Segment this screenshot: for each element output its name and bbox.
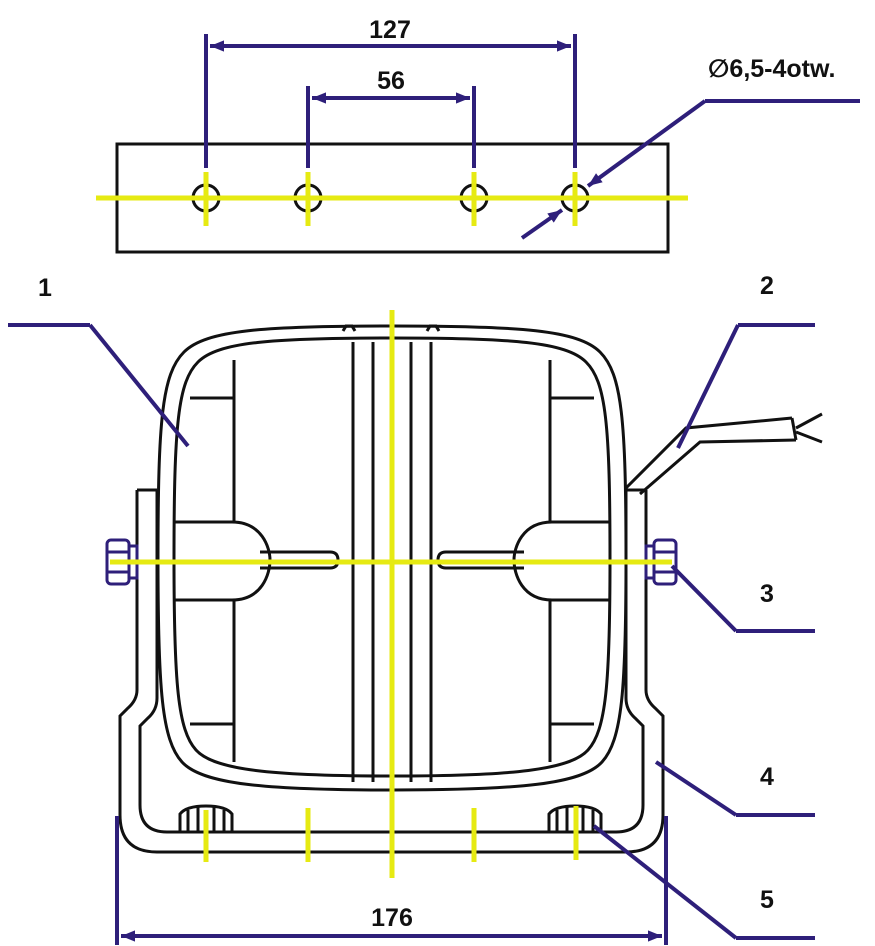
top-view: 127 56 ∅6,5-4otw. bbox=[96, 16, 860, 254]
top-extension-lines bbox=[204, 34, 577, 168]
front-centerlines bbox=[110, 310, 672, 878]
callout-1: 1 bbox=[38, 274, 52, 302]
callout-2: 2 bbox=[760, 272, 774, 300]
hole-note-label: ∅6,5-4otw. bbox=[708, 55, 835, 83]
callout-3: 3 bbox=[760, 580, 774, 608]
dim-127-label: 127 bbox=[369, 16, 411, 44]
front-view: 176 1 2 3 4 5 bbox=[8, 272, 823, 945]
callout-5: 5 bbox=[760, 886, 774, 914]
callout-4: 4 bbox=[760, 763, 774, 791]
dim-56-label: 56 bbox=[377, 67, 405, 95]
top-centerlines bbox=[96, 172, 688, 226]
callout-leaders bbox=[8, 323, 815, 940]
cable bbox=[624, 412, 823, 496]
hole-note-leader bbox=[520, 99, 860, 240]
dim-176-label: 176 bbox=[371, 904, 413, 932]
